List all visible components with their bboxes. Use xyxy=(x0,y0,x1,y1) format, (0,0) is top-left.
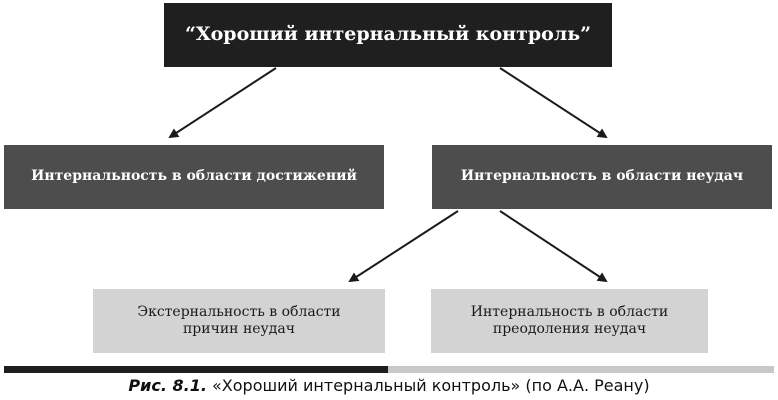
node-internality-achievements-label: Интернальность в области достижений xyxy=(31,168,357,185)
node-externality-failure-causes-line1: Экстернальность в области xyxy=(137,303,341,320)
node-externality-failure-causes: Экстернальность в области причин неудач xyxy=(93,289,385,353)
node-externality-failure-causes-line2: причин неудач xyxy=(182,321,296,337)
node-internality-achievements: Интернальность в области достижений xyxy=(4,145,384,209)
node-internality-failures: Интернальность в области неудач xyxy=(432,145,772,209)
node-internality-failures-label: Интернальность в области неудач xyxy=(460,168,744,185)
node-internality-overcoming-failures-line2: преодоления неудач xyxy=(492,321,647,337)
arrow-top-to-mid-left xyxy=(168,67,277,139)
node-internality-overcoming-failures: Интернальность в области преодоления неу… xyxy=(431,289,708,353)
figure-caption: Рис. 8.1. «Хороший интернальный контроль… xyxy=(0,375,778,397)
divider-bar-dark xyxy=(4,366,388,373)
arrow-top-to-mid-right xyxy=(499,67,608,139)
arrow-mid-right-to-low-right xyxy=(499,210,608,283)
node-good-internal-control-label: “Хороший интернальный контроль” xyxy=(184,23,592,46)
arrow-mid-right-to-low-left xyxy=(348,210,459,283)
node-good-internal-control: “Хороший интернальный контроль” xyxy=(164,3,612,67)
figure-label: Рис. 8.1. xyxy=(128,376,207,395)
node-internality-overcoming-failures-line1: Интернальность в области xyxy=(470,303,669,320)
divider-bar-light xyxy=(388,366,774,373)
figure-caption-text: «Хороший интернальный контроль» (по А.А.… xyxy=(212,376,650,395)
